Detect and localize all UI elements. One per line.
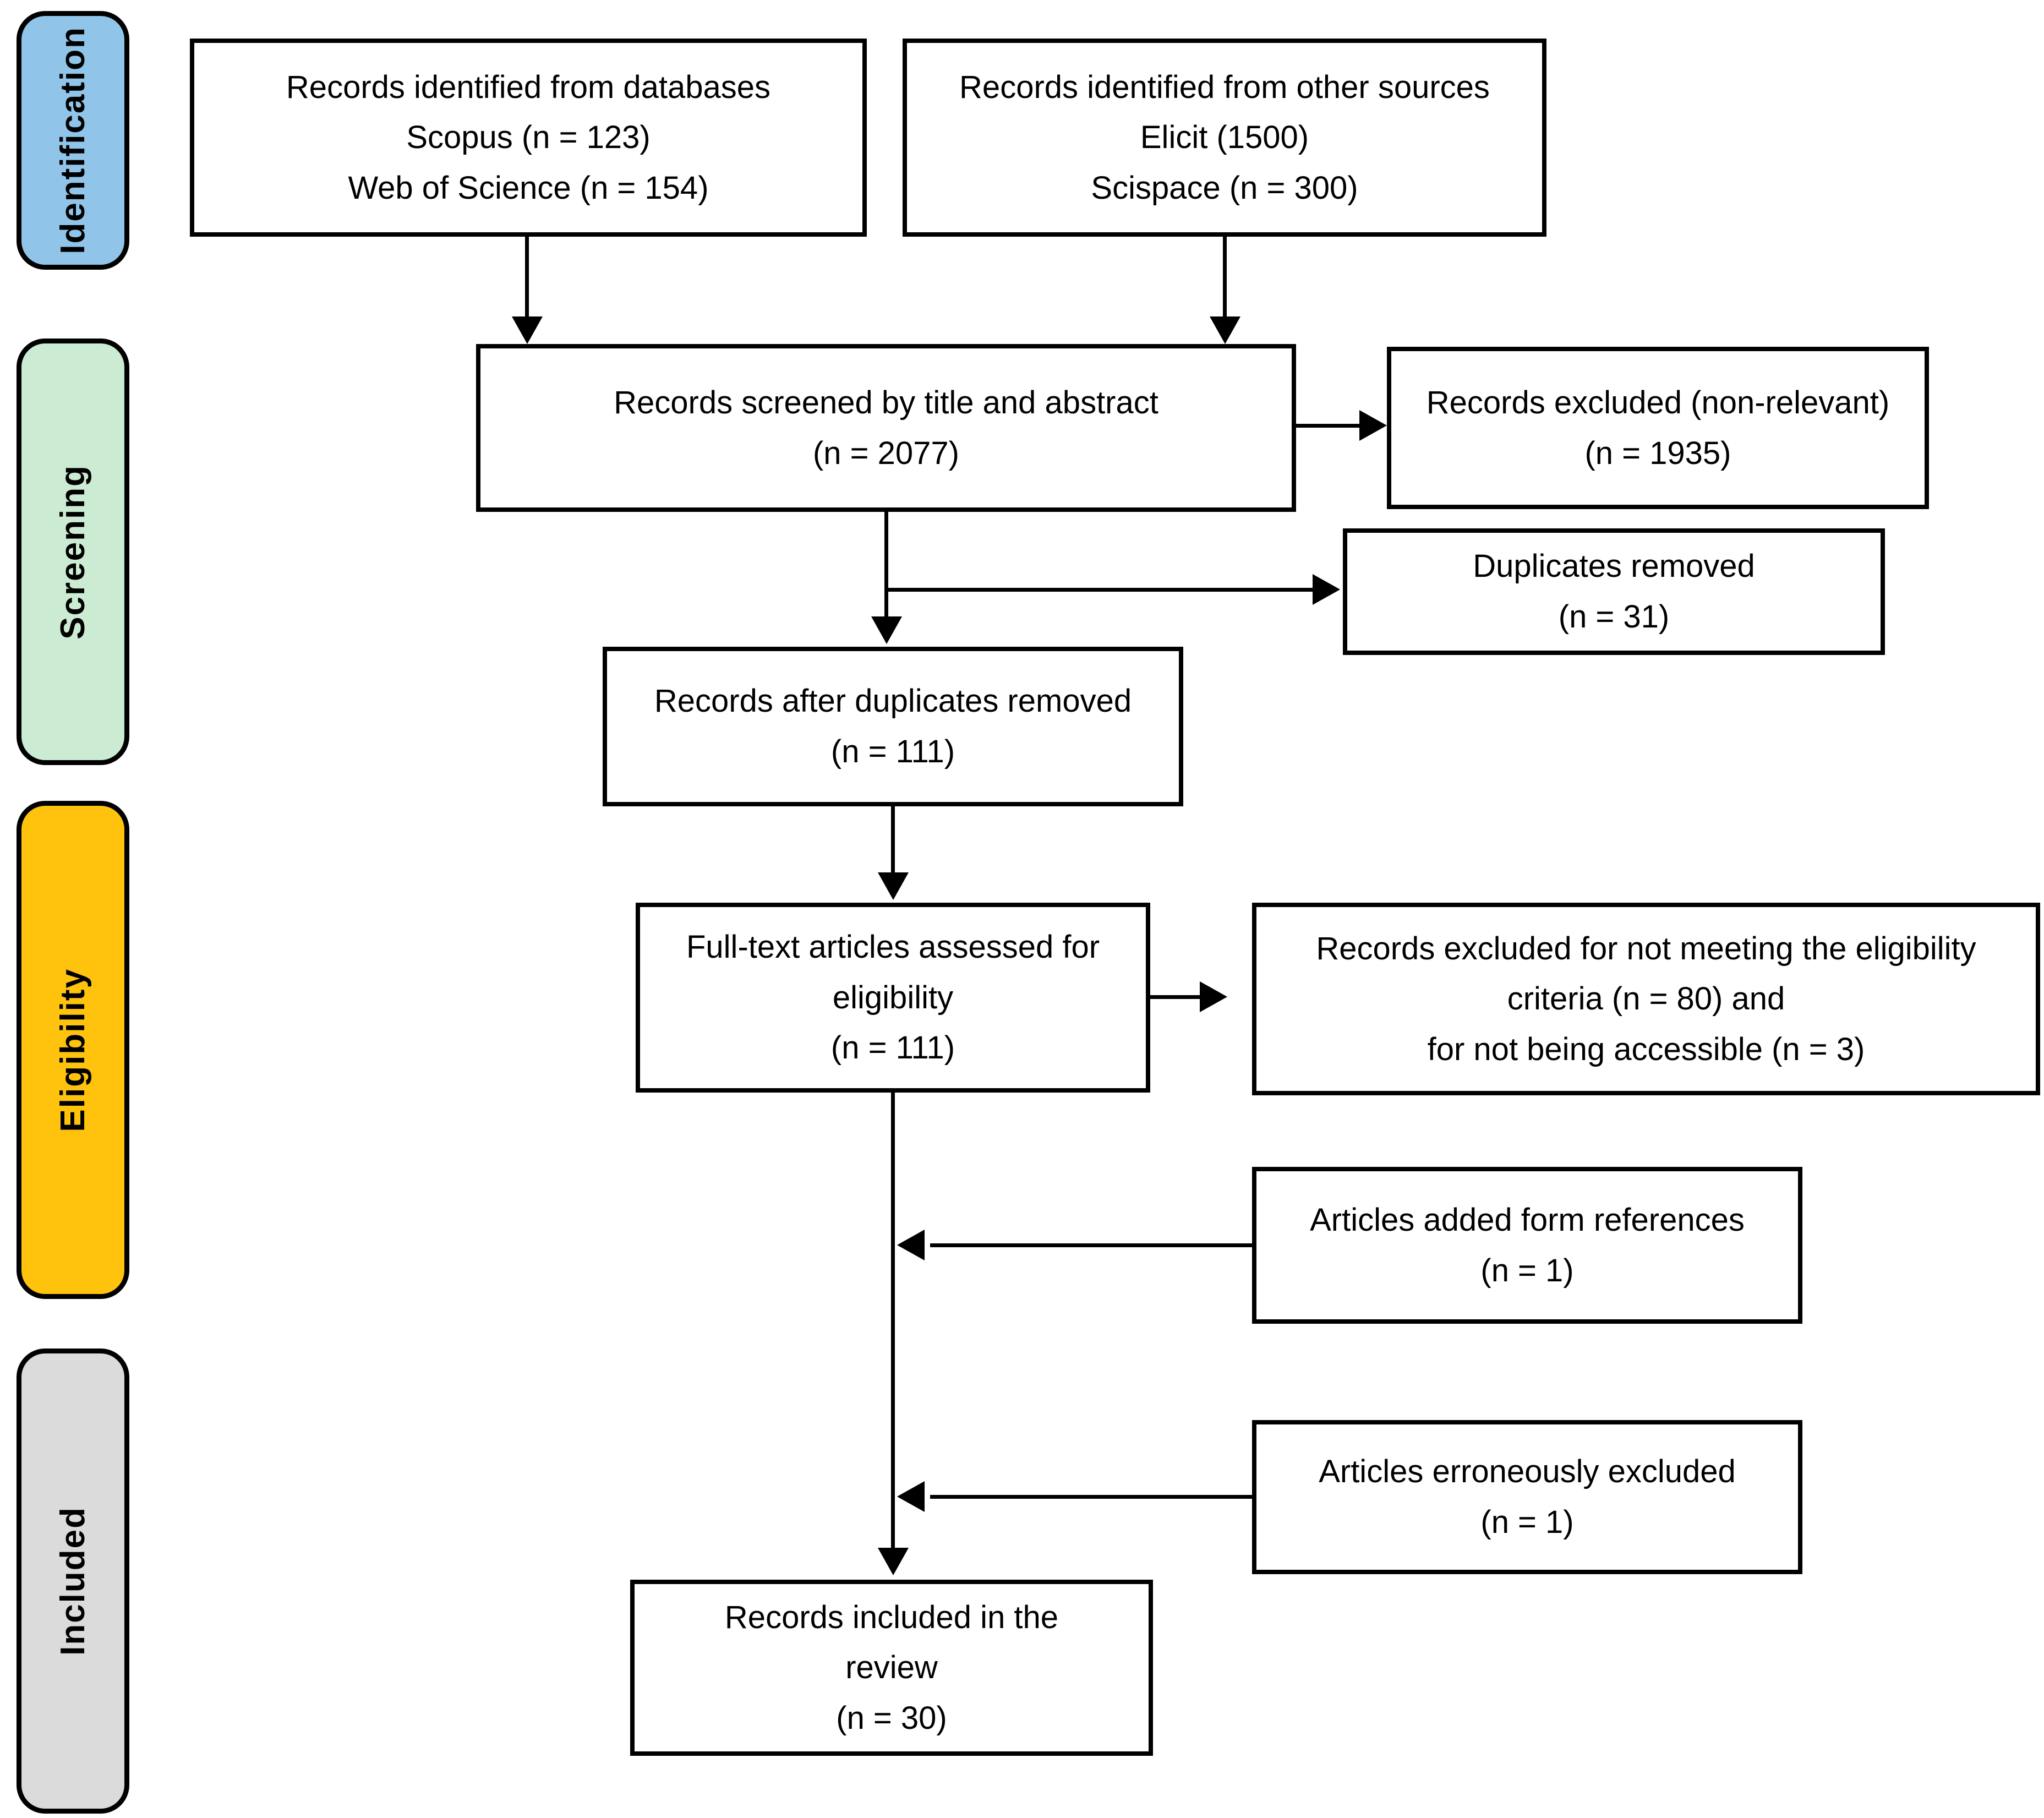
arrowhead-after-duplicates-to-fulltext bbox=[878, 872, 909, 900]
box-records-identified-other-sources: Records identified from other sources El… bbox=[903, 39, 1546, 237]
stage-tab-identification: Identification bbox=[17, 11, 129, 270]
arrow-line-screened-to-after-duplicates bbox=[884, 512, 888, 619]
box-text-line: Elicit (1500) bbox=[1140, 119, 1309, 156]
box-text-line: Records excluded (non-relevant) bbox=[1426, 384, 1890, 421]
box-text-line: Web of Science (n = 154) bbox=[348, 170, 709, 206]
box-text-line: (n = 2077) bbox=[812, 435, 959, 471]
box-text-line: Records identified from other sources bbox=[959, 69, 1490, 105]
stage-label-screening: Screening bbox=[54, 464, 92, 640]
stage-label-eligibility: Eligibility bbox=[54, 968, 92, 1132]
box-fulltext-assessed: Full-text articles assessed for eligibil… bbox=[636, 903, 1150, 1093]
box-text-line: Records identified from databases bbox=[286, 69, 771, 105]
arrowhead-other-to-screened bbox=[1210, 316, 1240, 344]
box-duplicates-removed: Duplicates removed (n = 31) bbox=[1343, 528, 1885, 655]
stage-tab-eligibility: Eligibility bbox=[17, 801, 129, 1299]
arrow-line-erroneous-to-flow bbox=[930, 1495, 1252, 1499]
stage-tab-included: Included bbox=[17, 1349, 129, 1814]
box-text-line: review bbox=[845, 1650, 938, 1686]
arrow-line-fulltext-to-included bbox=[891, 1093, 895, 1549]
box-text-line: Scispace (n = 300) bbox=[1091, 170, 1358, 206]
box-text-line: Articles erroneously excluded bbox=[1319, 1454, 1736, 1490]
box-articles-added-references: Articles added form references (n = 1) bbox=[1252, 1167, 1802, 1324]
box-text-line: (n = 1935) bbox=[1584, 435, 1731, 471]
box-text-line: Records after duplicates removed bbox=[654, 683, 1132, 719]
box-text-line: (n = 1) bbox=[1480, 1504, 1574, 1540]
box-text-line: Records excluded for not meeting the eli… bbox=[1316, 930, 1976, 967]
box-text-line: Records screened by title and abstract bbox=[614, 384, 1158, 421]
box-records-excluded-eligibility: Records excluded for not meeting the eli… bbox=[1252, 903, 2040, 1095]
stage-tab-screening: Screening bbox=[17, 339, 129, 765]
arrowhead-fulltext-to-excluded bbox=[1200, 981, 1227, 1012]
box-text-line: (n = 111) bbox=[830, 734, 955, 769]
box-records-identified-databases: Records identified from databases Scopus… bbox=[190, 39, 867, 237]
arrowhead-branch-to-duplicates-removed bbox=[1313, 574, 1340, 605]
box-records-excluded-nonrelevant: Records excluded (non-relevant) (n = 193… bbox=[1387, 347, 1929, 509]
arrow-line-after-duplicates-to-fulltext bbox=[891, 806, 895, 875]
arrowhead-screened-to-after-duplicates bbox=[871, 616, 902, 644]
arrow-line-other-to-screened bbox=[1223, 237, 1227, 319]
box-text-line: Records included in the bbox=[724, 1599, 1059, 1635]
box-text-line: (n = 30) bbox=[836, 1700, 947, 1736]
box-records-after-duplicates: Records after duplicates removed (n = 11… bbox=[603, 647, 1183, 806]
arrow-line-branch-to-duplicates-removed bbox=[884, 588, 1314, 592]
arrowhead-erroneous-to-flow bbox=[897, 1481, 925, 1512]
stage-label-identification: Identification bbox=[54, 26, 92, 254]
box-text-line: Scopus (n = 123) bbox=[406, 119, 651, 156]
arrow-line-databases-to-screened bbox=[525, 237, 529, 319]
box-text-line: (n = 111) bbox=[830, 1030, 955, 1066]
box-text-line: (n = 31) bbox=[1558, 599, 1670, 635]
box-records-included-review: Records included in the review (n = 30) bbox=[630, 1580, 1153, 1756]
box-articles-erroneously-excluded: Articles erroneously excluded (n = 1) bbox=[1252, 1420, 1802, 1574]
box-text-line: Duplicates removed bbox=[1473, 548, 1755, 585]
box-text-line: Full-text articles assessed for bbox=[686, 929, 1100, 965]
arrowhead-fulltext-to-included bbox=[878, 1548, 909, 1575]
box-text-line: criteria (n = 80) and bbox=[1507, 981, 1785, 1017]
arrowhead-references-to-flow bbox=[897, 1230, 925, 1260]
box-text-line: eligibility bbox=[832, 979, 954, 1016]
arrowhead-screened-to-excluded bbox=[1359, 410, 1387, 441]
box-text-line: for not being accessible (n = 3) bbox=[1427, 1031, 1865, 1067]
arrow-line-references-to-flow bbox=[930, 1243, 1252, 1247]
arrowhead-databases-to-screened bbox=[512, 316, 543, 344]
arrow-line-fulltext-to-excluded bbox=[1150, 995, 1203, 999]
box-text-line: Articles added form references bbox=[1310, 1202, 1745, 1238]
stage-label-included: Included bbox=[54, 1506, 92, 1656]
arrow-line-screened-to-excluded bbox=[1296, 424, 1362, 428]
box-records-screened: Records screened by title and abstract (… bbox=[476, 344, 1296, 512]
box-text-line: (n = 1) bbox=[1480, 1252, 1574, 1289]
